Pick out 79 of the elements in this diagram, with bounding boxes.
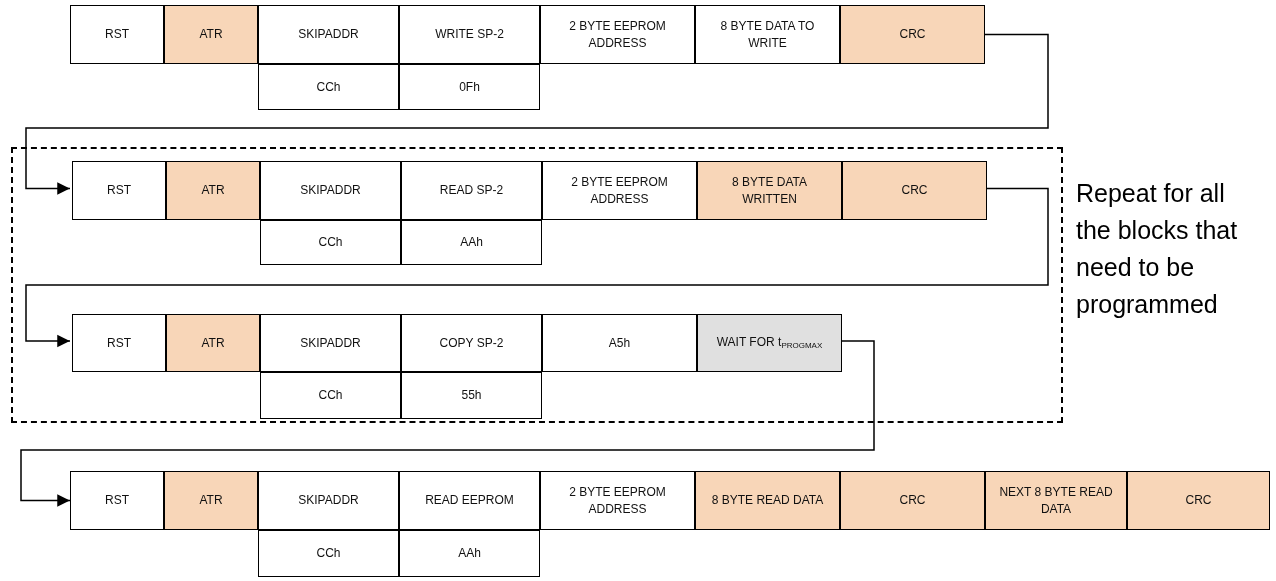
field-label: A5h xyxy=(608,334,631,352)
note-text: Repeat for all the blocks that need to be programmed xyxy=(1076,178,1239,320)
field-label: 2 BYTE EEPROM ADDRESS xyxy=(570,174,669,207)
field-label: CCh xyxy=(318,234,343,251)
frame-field-box xyxy=(542,314,697,372)
frame-field-box xyxy=(258,5,399,64)
field-label: AAh xyxy=(458,545,481,562)
field-label: SKIPADDR xyxy=(300,334,361,352)
field-label: CRC xyxy=(901,182,928,199)
field-label: CCh xyxy=(316,78,341,96)
field-label: RST xyxy=(105,492,129,509)
field-label: CCh xyxy=(318,387,343,404)
frame-field-box xyxy=(258,64,399,110)
frame-field-box xyxy=(985,471,1127,530)
frame-field-box xyxy=(399,471,540,530)
frame-field-box xyxy=(840,5,985,64)
frame-field-box xyxy=(401,161,542,220)
frame-field-box xyxy=(697,161,842,220)
frame-field-box xyxy=(258,471,399,530)
field-label: SKIPADDR xyxy=(300,182,361,199)
field-label: SKIPADDR xyxy=(298,492,359,509)
frame-field-box xyxy=(695,5,840,64)
field-label: ATR xyxy=(201,334,225,352)
field-label: 0Fh xyxy=(459,78,480,96)
field-label: CRC xyxy=(899,26,926,43)
arrow xyxy=(25,33,1049,195)
frame-field-box xyxy=(164,5,258,64)
frame-field-box xyxy=(540,5,695,64)
field-label: 8 BYTE READ DATA xyxy=(711,492,824,509)
field-label: ATR xyxy=(199,492,223,509)
field-label: 2 BYTE EEPROM ADDRESS xyxy=(568,484,667,517)
frame-field-box xyxy=(697,314,842,372)
frame-field-box xyxy=(258,530,399,577)
field-label: AAh xyxy=(460,234,483,251)
field-label: CRC xyxy=(1185,492,1212,509)
field-label: RST xyxy=(107,334,131,352)
field-label: ATR xyxy=(199,26,223,43)
frame-field-box xyxy=(401,372,542,419)
frame-field-box xyxy=(260,220,401,265)
field-label: 8 BYTE DATA WRITTEN xyxy=(731,174,808,207)
field-label: SKIPADDR xyxy=(298,26,359,43)
frame-field-box xyxy=(401,314,542,372)
frame-field-box xyxy=(399,530,540,577)
frame-field-box xyxy=(540,471,695,530)
frame-field-box xyxy=(399,64,540,110)
frame-field-box xyxy=(72,314,166,372)
field-label: READ EEPROM xyxy=(425,492,514,509)
field-label: NEXT 8 BYTE READ DATA xyxy=(998,484,1114,517)
field-label: 8 BYTE DATA TO WRITE xyxy=(719,18,816,51)
frame-field-box xyxy=(260,161,401,220)
frame-field-box xyxy=(166,161,260,220)
frame-field-box xyxy=(260,314,401,372)
field-label: 2 BYTE EEPROM ADDRESS xyxy=(568,18,667,51)
field-label: 55h xyxy=(461,387,482,404)
arrow xyxy=(20,340,875,507)
field-label: COPY SP-2 xyxy=(439,334,504,352)
frame-field-box xyxy=(842,161,987,220)
field-label: CRC xyxy=(899,492,926,509)
dashed-group-frame xyxy=(11,147,1063,423)
frame-field-box xyxy=(542,161,697,220)
field-label: CCh xyxy=(316,545,341,562)
frame-field-box xyxy=(399,5,540,64)
frame-field-box xyxy=(70,471,164,530)
frame-field-box xyxy=(260,372,401,419)
field-label: WRITE SP-2 xyxy=(435,26,504,43)
field-label: RST xyxy=(105,26,129,43)
field-label: READ SP-2 xyxy=(439,182,504,199)
frame-field-box xyxy=(840,471,985,530)
frame-field-box xyxy=(72,161,166,220)
frame-field-box xyxy=(401,220,542,265)
frame-field-box xyxy=(1127,471,1270,530)
frame-field-box xyxy=(695,471,840,530)
field-label: WAIT FOR t$_{PROGMAX}$ xyxy=(716,334,823,352)
frame-field-box xyxy=(164,471,258,530)
field-label: ATR xyxy=(201,182,225,199)
field-label: RST xyxy=(107,182,131,199)
arrow xyxy=(25,187,1049,348)
frame-field-box xyxy=(70,5,164,64)
frame-field-box xyxy=(166,314,260,372)
